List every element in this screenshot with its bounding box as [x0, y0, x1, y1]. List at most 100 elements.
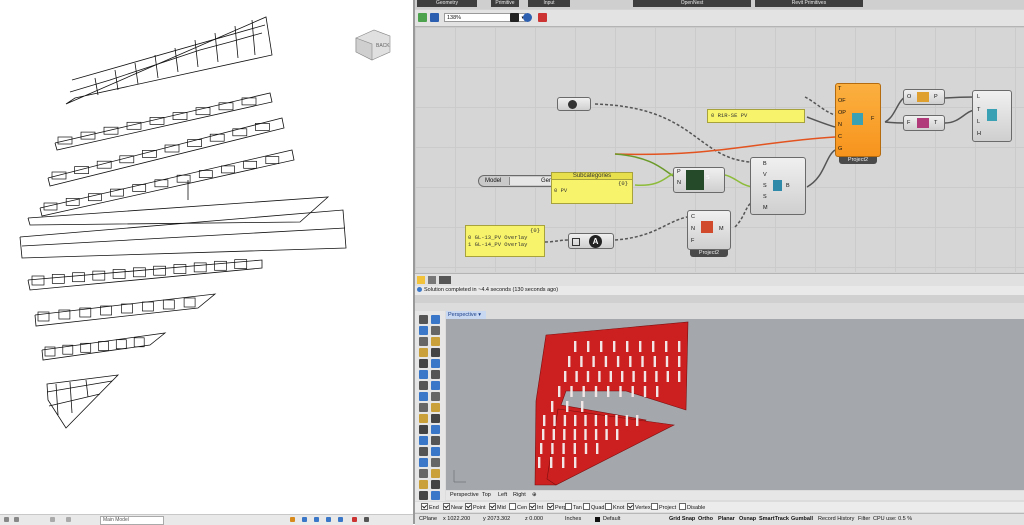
revit-select-icon[interactable] — [326, 517, 331, 522]
osnap-disable[interactable]: Disable — [679, 503, 705, 511]
output-port-t[interactable]: T — [934, 120, 938, 126]
subcategory-component[interactable]: P N S — [673, 167, 725, 193]
project-material-component[interactable]: C N F M — [687, 210, 731, 250]
rhino-tool-icon[interactable] — [431, 447, 440, 456]
input-port-op[interactable]: OP — [838, 110, 846, 116]
input-port[interactable]: B — [763, 161, 767, 167]
rhino-tool-icon[interactable] — [419, 480, 428, 489]
add-viewport-icon[interactable]: ⊕ — [532, 492, 537, 498]
rhino-tool-icon[interactable] — [431, 436, 440, 445]
osnap-knot[interactable]: Knot — [605, 503, 624, 511]
checkbox[interactable] — [421, 503, 428, 510]
zoom-extents-icon[interactable] — [510, 13, 519, 22]
document-tab-icon[interactable] — [439, 276, 451, 284]
osnap-cen[interactable]: Cen — [509, 503, 527, 511]
rhino-tool-icon[interactable] — [419, 403, 428, 412]
output-port-s[interactable]: S — [706, 175, 710, 181]
osnap-mid[interactable]: Mid — [489, 503, 506, 511]
gumball-toggle[interactable]: Gumball — [791, 516, 814, 522]
rhino-tool-icon[interactable] — [419, 315, 428, 324]
rhino-tool-icon[interactable] — [419, 436, 428, 445]
rhino-tool-icon[interactable] — [431, 359, 440, 368]
revit-filter-icon[interactable] — [352, 517, 357, 522]
checkbox[interactable] — [605, 503, 612, 510]
input-port-n[interactable]: N — [677, 180, 681, 186]
input-port[interactable]: S — [763, 194, 767, 200]
rhino-tool-icon[interactable] — [431, 381, 440, 390]
brush-icon[interactable] — [538, 13, 547, 22]
osnap-near[interactable]: Near — [443, 503, 463, 511]
rhino-tool-icon[interactable] — [431, 425, 440, 434]
checkbox[interactable] — [529, 503, 536, 510]
perspective-viewport[interactable] — [446, 319, 1024, 490]
checkbox[interactable] — [509, 503, 516, 510]
gh-canvas[interactable]: 0 R1R-SE PV Model Generic Models ▼ Subca… — [415, 27, 1024, 272]
input-port[interactable]: M — [763, 205, 768, 211]
checkbox[interactable] — [627, 503, 634, 510]
planar-toggle[interactable]: Planar — [718, 516, 735, 522]
rhino-tool-icon[interactable] — [431, 414, 440, 423]
tab-primitive[interactable]: Primitive — [491, 0, 519, 7]
smarttrack-toggle[interactable]: SmartTrack — [759, 516, 789, 522]
rhino-tool-icon[interactable] — [419, 359, 428, 368]
rhino-tool-icon[interactable] — [419, 337, 428, 346]
input-port[interactable]: S — [763, 183, 767, 189]
rhino-tool-icon[interactable] — [431, 370, 440, 379]
revit-filter-icon[interactable] — [364, 517, 369, 522]
revit-view[interactable]: BACK — [0, 0, 413, 514]
osnap-point[interactable]: Point — [465, 503, 486, 511]
tab-top[interactable]: Top — [482, 492, 491, 498]
frame-component[interactable]: F T — [903, 115, 945, 131]
element-filter-component[interactable]: B V S S M B — [750, 157, 806, 215]
output-port-b[interactable]: B — [786, 183, 790, 189]
open-file-icon[interactable] — [418, 13, 427, 22]
rhino-tool-icon[interactable] — [431, 315, 440, 324]
rhino-tool-icon[interactable] — [419, 425, 428, 434]
input-port-o[interactable]: O — [907, 94, 912, 100]
input-port[interactable]: T — [977, 107, 981, 113]
rhino-tool-icon[interactable] — [419, 458, 428, 467]
input-port-n[interactable]: N — [691, 226, 695, 232]
checkbox[interactable] — [443, 503, 450, 510]
project-family-component[interactable]: T OF OP N C G F — [835, 83, 881, 157]
units-label[interactable]: Inches — [565, 516, 582, 522]
window-divider[interactable] — [413, 0, 415, 524]
rhino-tool-icon[interactable] — [431, 491, 440, 500]
save-icon[interactable] — [430, 13, 439, 22]
osnap-int[interactable]: Int — [529, 503, 543, 511]
revit-tool-icon[interactable] — [14, 517, 19, 522]
tab-right[interactable]: Right — [513, 492, 526, 498]
grid-snap-toggle[interactable]: Grid Snap — [669, 516, 696, 522]
input-port-of[interactable]: OF — [838, 98, 846, 104]
overlay-names-panel[interactable]: {0} 0 GL-13_PV Overlay 1 GL-14_PV Overla… — [465, 225, 545, 257]
osnap-quad[interactable]: Quad — [583, 503, 604, 511]
rhino-tool-icon[interactable] — [419, 491, 428, 500]
preview-eye-icon[interactable] — [523, 13, 532, 22]
osnap-vertex[interactable]: Vertex — [627, 503, 651, 511]
rhino-tool-icon[interactable] — [431, 469, 440, 478]
text-component[interactable]: A — [568, 233, 614, 249]
input-port[interactable]: V — [763, 172, 767, 178]
checkbox[interactable] — [679, 503, 686, 510]
revit-tool-icon[interactable] — [4, 517, 9, 522]
filter-toggle[interactable]: Filter — [858, 516, 871, 522]
revit-select-icon[interactable] — [314, 517, 319, 522]
rhino-tool-icon[interactable] — [419, 414, 428, 423]
input-port-g[interactable]: G — [838, 146, 843, 152]
rhino-tool-icon[interactable] — [419, 392, 428, 401]
input-port-f[interactable]: F — [907, 120, 911, 126]
checkbox[interactable] — [651, 503, 658, 510]
input-port-p[interactable]: P — [677, 169, 681, 175]
rhino-tool-icon[interactable] — [419, 348, 428, 357]
ortho-toggle[interactable]: Ortho — [698, 516, 713, 522]
rhino-tool-icon[interactable] — [431, 392, 440, 401]
family-panel[interactable]: 0 R1R-SE PV — [707, 109, 805, 123]
input-port[interactable]: L — [977, 94, 981, 100]
rhino-tool-icon[interactable] — [419, 370, 428, 379]
panel-separator[interactable] — [415, 295, 1024, 303]
output-port-p[interactable]: P — [934, 94, 938, 100]
rhino-tool-icon[interactable] — [431, 403, 440, 412]
tab-revit-primitives[interactable]: Revit Primitives — [755, 0, 863, 7]
input-port-n[interactable]: N — [838, 122, 842, 128]
revit-filter-icon[interactable] — [290, 517, 295, 522]
